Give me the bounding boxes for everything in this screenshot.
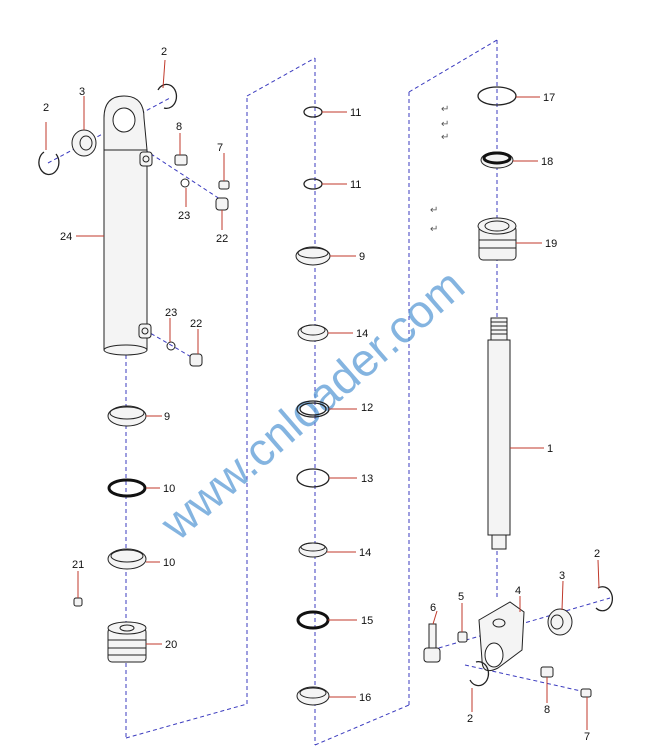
seal-11-b <box>303 178 323 190</box>
part-label: 2 <box>594 548 600 560</box>
seal-16 <box>296 686 330 706</box>
set-screw-21 <box>73 597 83 607</box>
part-label: 14 <box>356 328 368 340</box>
piston-rod-1 <box>487 317 511 550</box>
screw-7-bottom <box>580 688 592 698</box>
washer-23-bottom <box>166 341 176 351</box>
spherical-bushing-right <box>547 608 573 636</box>
wear-ring-9-center <box>295 246 331 266</box>
part-label: 17 <box>543 92 555 104</box>
seal-14-a <box>297 324 329 342</box>
part-label: 23 <box>165 307 177 319</box>
fitting-8-top <box>174 154 188 166</box>
part-label: 10 <box>163 483 175 495</box>
part-label: 14 <box>359 547 371 559</box>
watermark-text: www.cnloader.com <box>150 259 474 550</box>
part-label: 12 <box>361 402 373 414</box>
plug-22-top <box>215 197 229 211</box>
part-label: 8 <box>544 704 550 716</box>
return-marks: ↵ ↵ ↵ ↵ ↵ <box>430 104 449 235</box>
return-mark: ↵ <box>441 119 449 130</box>
part-label: 19 <box>545 238 557 250</box>
leader-lines <box>45 59 600 730</box>
seal-15 <box>296 610 330 630</box>
part-label: 2 <box>161 46 167 58</box>
cylinder-barrel-part <box>103 95 153 356</box>
fitting-8-bottom <box>540 666 554 678</box>
part-label: 11 <box>350 179 361 191</box>
return-mark: ↵ <box>441 132 449 143</box>
snap-ring-top-right <box>157 83 178 110</box>
part-label: 21 <box>72 559 84 571</box>
part-label: 22 <box>190 318 202 330</box>
part-label: 8 <box>176 121 182 133</box>
bolt-6 <box>423 623 441 663</box>
nut-5 <box>457 631 468 643</box>
part-label: 2 <box>43 102 49 114</box>
part-label: 16 <box>359 692 371 704</box>
part-label: 23 <box>178 210 190 222</box>
snap-ring-left-top <box>38 151 60 176</box>
part-label: 7 <box>217 142 223 154</box>
part-label: 24 <box>60 231 72 243</box>
o-ring-10-a <box>107 478 147 498</box>
part-label: 6 <box>430 602 436 614</box>
part-label: 22 <box>216 233 228 245</box>
return-mark: ↵ <box>430 205 438 216</box>
part-label: 9 <box>359 251 365 263</box>
return-mark: ↵ <box>430 224 438 235</box>
part-label: 5 <box>458 591 464 603</box>
seal-13 <box>296 468 330 488</box>
screw-7-top <box>218 180 230 190</box>
part-label: 1 <box>547 443 553 455</box>
part-label: 18 <box>541 156 553 168</box>
spherical-bushing-left <box>71 129 97 157</box>
seal-11-a <box>303 106 323 118</box>
part-label: 10 <box>163 557 175 569</box>
part-label: 7 <box>584 731 590 743</box>
part-label: 3 <box>559 570 565 582</box>
return-mark: ↵ <box>441 104 449 115</box>
part-label: 2 <box>467 713 473 725</box>
part-label: 9 <box>164 411 170 423</box>
gland-19 <box>477 217 517 261</box>
part-label: 15 <box>361 615 373 627</box>
part-label: 4 <box>515 585 521 597</box>
seal-14-b <box>298 542 328 558</box>
snap-ring-right <box>595 586 613 612</box>
part-label: 3 <box>79 86 85 98</box>
plug-22-bottom <box>189 353 203 367</box>
part-label: 11 <box>350 107 361 119</box>
seal-18 <box>480 151 514 169</box>
part-label: 13 <box>361 473 373 485</box>
snap-ring-17 <box>477 86 517 106</box>
part-label: 20 <box>165 639 177 651</box>
part-labels: 2 3 2 8 7 23 22 24 23 22 9 10 10 21 20 1… <box>43 46 600 743</box>
backup-ring-10-b <box>107 548 147 570</box>
piston-20 <box>107 621 147 663</box>
wear-ring-9-left <box>107 405 147 427</box>
rod-eye-4 <box>478 601 525 672</box>
washer-23-top <box>180 178 190 188</box>
snap-ring-bottom <box>469 660 490 687</box>
